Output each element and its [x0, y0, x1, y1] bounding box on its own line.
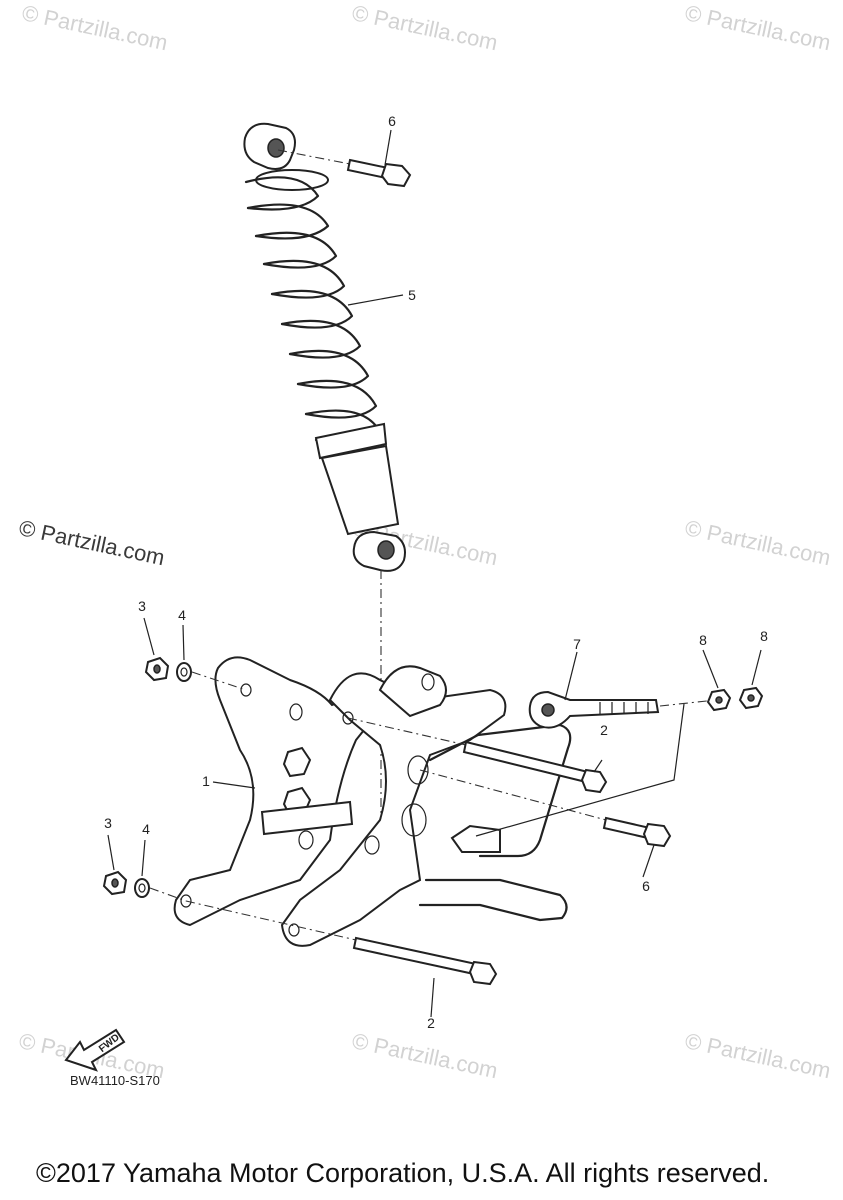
rod-end-bolt [475, 686, 764, 837]
callout-3-lower: 3 [104, 815, 112, 831]
callout-8-left: 8 [699, 632, 707, 648]
callout-3-upper: 3 [138, 598, 146, 614]
diagram-code: BW41110-S170 [70, 1073, 160, 1088]
frame-bracket [173, 656, 572, 947]
callout-2-lower: 2 [427, 1015, 435, 1031]
bolt-long-lower [185, 900, 498, 986]
callout-6-upper: 6 [388, 113, 396, 129]
callout-1: 1 [202, 773, 210, 789]
fwd-arrow-icon [64, 1028, 126, 1072]
callout-4-upper: 4 [178, 607, 186, 623]
callout-6-lower: 6 [642, 878, 650, 894]
callout-4-lower: 4 [142, 821, 150, 837]
bolt-middle [419, 769, 672, 848]
bolt-upper [277, 149, 412, 188]
bolt-long-upper [347, 717, 608, 794]
callout-7: 7 [573, 636, 581, 652]
shock-absorber [243, 122, 406, 572]
callout-2-upper: 2 [600, 722, 608, 738]
callout-8-right: 8 [760, 628, 768, 644]
nut-washer-lower [102, 870, 187, 902]
copyright-notice: ©2017 Yamaha Motor Corporation, U.S.A. A… [36, 1158, 770, 1188]
leader-lines [107, 129, 762, 1018]
callout-5: 5 [408, 287, 416, 303]
nut-washer-upper [144, 656, 247, 691]
